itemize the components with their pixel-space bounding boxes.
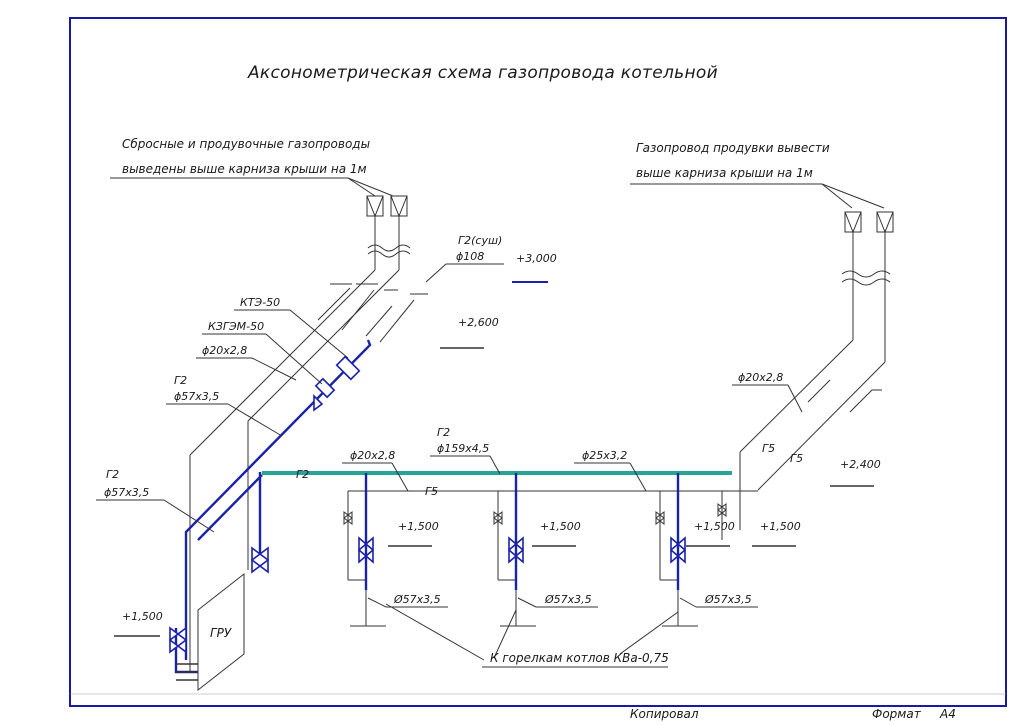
wall-crossing-ticks xyxy=(317,283,428,343)
label-d57-e: Ø57x3,5 xyxy=(704,593,752,606)
label-g5-r2: Г5 xyxy=(790,452,803,465)
riser-filter xyxy=(313,355,361,412)
label-elev-1500-d: +1,500 xyxy=(760,520,801,533)
label-d25-leader xyxy=(629,462,647,492)
vent-caps-left xyxy=(366,195,408,218)
scheme-title: Аксонометрическая схема газопровода коте… xyxy=(247,63,718,83)
label-d57-e-leader xyxy=(679,597,697,608)
label-d57-b-leader xyxy=(163,499,215,533)
boiler-branch-1 xyxy=(357,473,375,590)
label-d159-leader xyxy=(489,455,501,475)
label-d20-left: ϕ20x2,8 xyxy=(202,344,247,357)
label-d57-c-leader xyxy=(367,597,387,608)
label-elev-1500-a: +1,500 xyxy=(398,520,439,533)
label-d108: ϕ108 xyxy=(456,250,484,263)
note-right-line2: выше карниза крыши на 1м xyxy=(636,166,813,180)
label-g2-a: Г2 xyxy=(174,374,187,387)
label-d20-right: ϕ20x2,8 xyxy=(738,371,783,384)
burner-connections xyxy=(350,590,698,661)
label-d20-right-leader xyxy=(787,384,803,413)
label-kte50: КТЭ-50 xyxy=(240,296,280,309)
valve-riser-2 xyxy=(168,626,188,654)
pipe-break-right xyxy=(841,270,891,286)
g5-purge-line xyxy=(347,490,758,581)
note-left-line2: выведены выше карниза крыши на 1м xyxy=(122,162,367,176)
label-d20-mid-leader xyxy=(391,462,409,492)
purge-valve-2 xyxy=(493,511,503,525)
right-vent-risers xyxy=(739,232,886,530)
label-d57-d-leader xyxy=(517,597,537,608)
boiler-branch-2 xyxy=(507,473,525,590)
label-d108-leader xyxy=(425,263,447,283)
note-left-line1: Сбросные и продувочные газопроводы xyxy=(122,137,370,151)
note-left-leader-1 xyxy=(347,177,379,199)
note-right-leader-2 xyxy=(821,183,885,209)
label-burners: К горелкам котлов КВа-0,75 xyxy=(490,651,669,665)
note-right-leader-1 xyxy=(821,183,853,209)
label-elev-2400: +2,400 xyxy=(840,458,881,471)
boiler-branch-3 xyxy=(669,473,687,590)
label-elev-1500-c: +1,500 xyxy=(694,520,735,533)
label-g2-c: Г2 xyxy=(437,426,450,439)
label-elev-1500-gru: +1,500 xyxy=(122,610,163,623)
label-d57-c: Ø57x3,5 xyxy=(393,593,441,606)
stamp-copied: Копировал xyxy=(630,707,699,721)
label-elev-3000: +3,000 xyxy=(516,252,557,265)
label-elev-2600: +2,600 xyxy=(458,316,499,329)
label-g5-mid: Г5 xyxy=(425,485,438,498)
label-d20-left-leader xyxy=(251,357,297,381)
label-g2-sush: Г2(суш) xyxy=(458,234,502,247)
vent-caps-right xyxy=(844,211,894,234)
label-d57-a: ϕ57x3,5 xyxy=(174,390,219,403)
label-d25: ϕ25x3,2 xyxy=(582,449,627,462)
left-vent-risers xyxy=(189,216,400,672)
valve-riser-1 xyxy=(250,546,270,574)
label-g2-b: Г2 xyxy=(106,468,119,481)
label-kzgem50: КЗГЭМ-50 xyxy=(208,320,264,333)
label-kte50-leader xyxy=(289,309,349,359)
label-g5-r1: Г5 xyxy=(762,442,775,455)
label-d20-mid: ϕ20x2,8 xyxy=(350,449,395,462)
pipe-break-left xyxy=(367,244,411,258)
note-left-leader-2 xyxy=(347,177,399,199)
stamp-format-value: А4 xyxy=(939,707,956,721)
label-kzgem50-leader xyxy=(265,333,323,385)
stamp-format-label: Формат xyxy=(872,707,922,721)
label-d57-d: Ø57x3,5 xyxy=(544,593,592,606)
label-d159: ϕ159x4,5 xyxy=(437,442,489,455)
drawing-frame xyxy=(69,17,1007,707)
label-d57-b: ϕ57x3,5 xyxy=(104,486,149,499)
label-g2-main: Г2 xyxy=(296,468,309,481)
purge-valve-3 xyxy=(655,511,665,525)
note-right-line1: Газопровод продувки вывести xyxy=(636,141,830,155)
purge-valve-4 xyxy=(717,503,727,517)
label-d57-a-leader xyxy=(227,403,283,437)
gru-label: ГРУ xyxy=(210,626,232,640)
gru-unit xyxy=(176,572,245,692)
label-elev-1500-b: +1,500 xyxy=(540,520,581,533)
purge-valve-1 xyxy=(343,511,353,525)
